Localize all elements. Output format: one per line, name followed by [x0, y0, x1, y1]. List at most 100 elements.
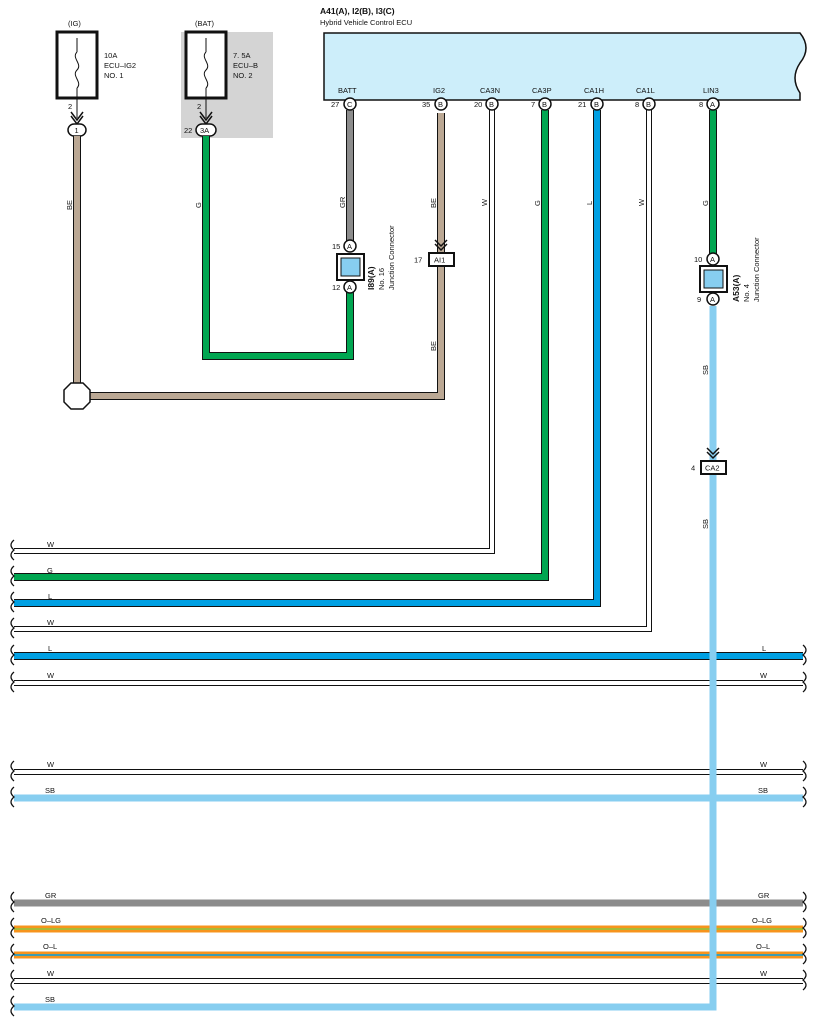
junction-1-top-conn: A [347, 242, 352, 251]
wire-ca3n-w [14, 110, 495, 554]
wire-label-lin3: G [701, 200, 710, 206]
fuse-2-source: (BAT) [195, 19, 215, 28]
junction-2-bottom-pin: 9 [697, 295, 701, 304]
ecu-pin-batt-conn: C [347, 100, 353, 109]
ecu-pin-ca3p-num: 7 [531, 100, 535, 109]
ecu-pin-ig2-num: 35 [422, 100, 430, 109]
bus-label-right-11: W [760, 969, 768, 978]
bus-label-left-1: G [47, 566, 53, 575]
bus-wire-labels: W G L W L L W W W W SB SB GR GR O–LG O–L… [41, 540, 772, 1004]
fuse-1-source: (IG) [68, 19, 81, 28]
junction-1-id: I89(A) [366, 266, 376, 290]
wire-break-marks [10, 539, 807, 1017]
break-right-6 [801, 760, 807, 782]
break-right-11 [801, 969, 807, 991]
break-left-6 [10, 760, 16, 782]
ecu-pin-ca1h-num: 21 [578, 100, 586, 109]
wire-label-ca1l: W [637, 198, 646, 206]
wire-label-ig2-upper: BE [429, 198, 438, 208]
ecu-pin-lin3-conn: A [710, 100, 715, 109]
fuse-ecu-b: (BAT) 7. 5A ECU–B NO. 2 2 3A 22 [181, 19, 273, 138]
break-left-7 [10, 786, 16, 808]
break-left-2 [10, 591, 16, 613]
bus-label-left-11: W [47, 969, 55, 978]
wire-ca1h-l [14, 110, 601, 607]
ecu-pin-ig2-conn: B [438, 100, 443, 109]
inline-connector-ai1: AI1 17 [414, 239, 455, 267]
bus-label-left-8: GR [45, 891, 57, 900]
junction-2-top-pin: 10 [694, 255, 702, 264]
junction-2-id: A53(A) [731, 274, 741, 302]
fuse-1-pin: 2 [68, 102, 72, 111]
bus-label-right-8: GR [758, 891, 770, 900]
ecu-pin-ca1l-num: 8 [635, 100, 639, 109]
ecu-pin-ca1h: B 21 [578, 97, 604, 111]
ecu-pin-lin3-num: 8 [699, 100, 703, 109]
ecu-pin-label-batt: BATT [338, 86, 357, 95]
fuse-1-number: NO. 1 [104, 71, 124, 80]
break-left-10 [10, 943, 16, 965]
wire-label-fuse1: BE [65, 200, 74, 210]
ecu-pin-ca1l-conn: B [646, 100, 651, 109]
ecu-pin-label-ig2: IG2 [433, 86, 445, 95]
inline-connector-ca2: CA2 4 [691, 447, 727, 475]
ecu-pin-connectors: C 27 B 35 B 20 B 7 B 21 B 8 [331, 97, 720, 111]
ecu-pin-ca1h-conn: B [594, 100, 599, 109]
junction-1-bottom-conn: A [347, 283, 352, 292]
bus-label-left-4: L [48, 644, 52, 653]
wire-label-fuse2: G [194, 202, 203, 208]
bus-label-right-10: O–L [756, 942, 770, 951]
bus-label-right-9: O–LG [752, 916, 772, 925]
vertical-wire-labels: BE G GR BE BE W G L W G SB SB [65, 196, 710, 529]
wire-label-lin3-mid: SB [701, 365, 710, 375]
junction-1-top-pin: 15 [332, 242, 340, 251]
wire-label-lin3-lower: SB [701, 519, 710, 529]
bus-label-left-6: W [47, 760, 55, 769]
fuse-2-connector-pin: 22 [184, 126, 192, 135]
wire-label-ig2-lower: BE [429, 341, 438, 351]
bus-label-left-12: SB [45, 995, 55, 1004]
bus-label-left-5: W [47, 671, 55, 680]
fuse-2-number: NO. 2 [233, 71, 253, 80]
fuse-2-rating: 7. 5A [233, 51, 251, 60]
wire-label-ca3p: G [533, 200, 542, 206]
fuse-1-name: ECU–IG2 [104, 61, 136, 70]
bus-label-left-2: L [48, 592, 52, 601]
break-right-7 [801, 786, 807, 808]
break-right-5 [801, 671, 807, 693]
ecu-pin-batt-num: 27 [331, 100, 339, 109]
wire-lin3-sb [14, 306, 717, 1011]
bus-label-left-9: O–LG [41, 916, 61, 925]
fuse-1-connector: 1 [75, 126, 79, 135]
junction-2-bottom-conn: A [710, 295, 715, 304]
ecu-pin-label-ca3n: CA3N [480, 86, 500, 95]
ecu-pin-label-ca3p: CA3P [532, 86, 552, 95]
wire-fuse2-g [202, 136, 354, 360]
ecu-pin-ca3n: B 20 [474, 97, 499, 111]
break-left-12 [10, 995, 16, 1017]
wire-splice-be [90, 113, 445, 400]
ecu-pin-ca3p: B 7 [531, 97, 552, 111]
fuse-2-pin: 2 [197, 102, 201, 111]
junction-1-bottom-pin: 12 [332, 283, 340, 292]
break-right-4 [801, 644, 807, 666]
break-left-9 [10, 917, 16, 939]
ecu-pin-batt: C 27 [331, 97, 357, 111]
break-right-9 [801, 917, 807, 939]
fuse-2-connector: 3A [200, 126, 209, 135]
wire-label-ca3n: W [480, 198, 489, 206]
wire-label-ca1h: L [585, 201, 594, 205]
ecu-pin-ca1l: B 8 [635, 97, 656, 111]
inline-connector-ca2-id: CA2 [705, 464, 720, 473]
ecu-pin-label-ca1h: CA1H [584, 86, 604, 95]
junction-1-line2: Junction Connector [387, 225, 396, 290]
wire-ca1l-w [14, 110, 652, 632]
break-left-0 [10, 539, 16, 561]
bus-label-left-10: O–L [43, 942, 57, 951]
bus-label-right-6: W [760, 760, 768, 769]
inline-connector-ai1-pin: 17 [414, 256, 422, 265]
ecu-name: Hybrid Vehicle Control ECU [320, 18, 412, 27]
fuse-1-rating: 10A [104, 51, 117, 60]
ecu-pin-ca3n-num: 20 [474, 100, 482, 109]
